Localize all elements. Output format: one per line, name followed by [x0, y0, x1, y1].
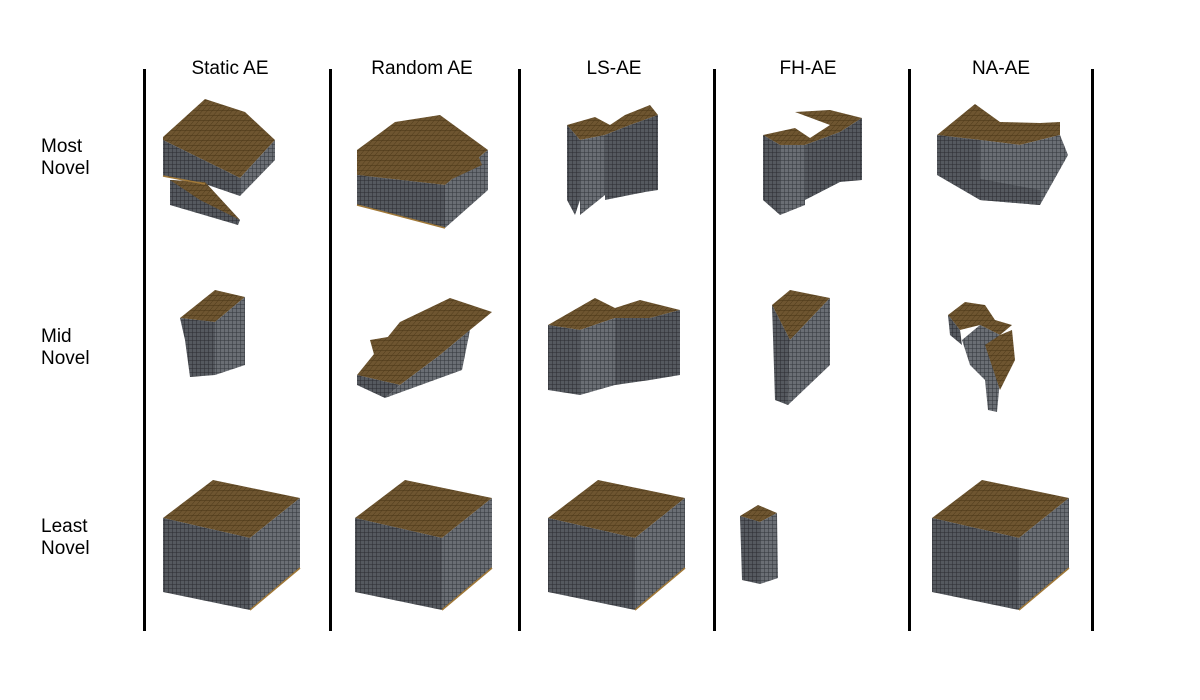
column-divider [329, 69, 332, 631]
row-label-mid-novel: Mid Novel [41, 326, 90, 370]
column-divider [713, 69, 716, 631]
row-label-line: Mid [41, 326, 72, 347]
row-label-line: Novel [41, 348, 90, 369]
voxel-shape-na-mid [948, 302, 1015, 412]
column-divider [518, 69, 521, 631]
voxel-shape-fh-least [740, 505, 778, 584]
voxel-shape-static-least [163, 480, 301, 611]
column-title-static-ae: Static AE [191, 58, 269, 79]
voxel-shape-ls-most [567, 105, 658, 215]
voxel-shape-static-mid [180, 290, 245, 377]
column-title-ls-ae: LS-AE [586, 58, 642, 79]
column-divider [143, 69, 146, 631]
voxel-shape-fh-mid [772, 290, 830, 405]
row-label-line: Most [41, 136, 83, 157]
row-label-most-novel: Most Novel [41, 136, 90, 180]
voxel-shape-na-most [937, 104, 1068, 205]
voxel-shape-na-least [932, 480, 1070, 611]
column-divider [908, 69, 911, 631]
voxel-shape-static-most [162, 99, 275, 225]
voxel-shape-ls-mid [548, 298, 680, 395]
voxel-shape-random-least [355, 480, 493, 611]
column-title-fh-ae: FH-AE [779, 58, 837, 79]
voxel-shape-ls-least [548, 480, 686, 611]
row-label-least-novel: Least Novel [41, 516, 90, 560]
voxel-shape-fh-most [763, 110, 862, 215]
row-label-line: Novel [41, 538, 90, 559]
column-divider [1091, 69, 1094, 631]
row-label-line: Least [41, 516, 88, 537]
voxel-shape-random-most [356, 115, 488, 229]
column-title-na-ae: NA-AE [971, 58, 1031, 79]
voxel-shape-random-mid [357, 298, 492, 398]
row-label-line: Novel [41, 158, 90, 179]
column-title-random-ae: Random AE [371, 58, 473, 79]
